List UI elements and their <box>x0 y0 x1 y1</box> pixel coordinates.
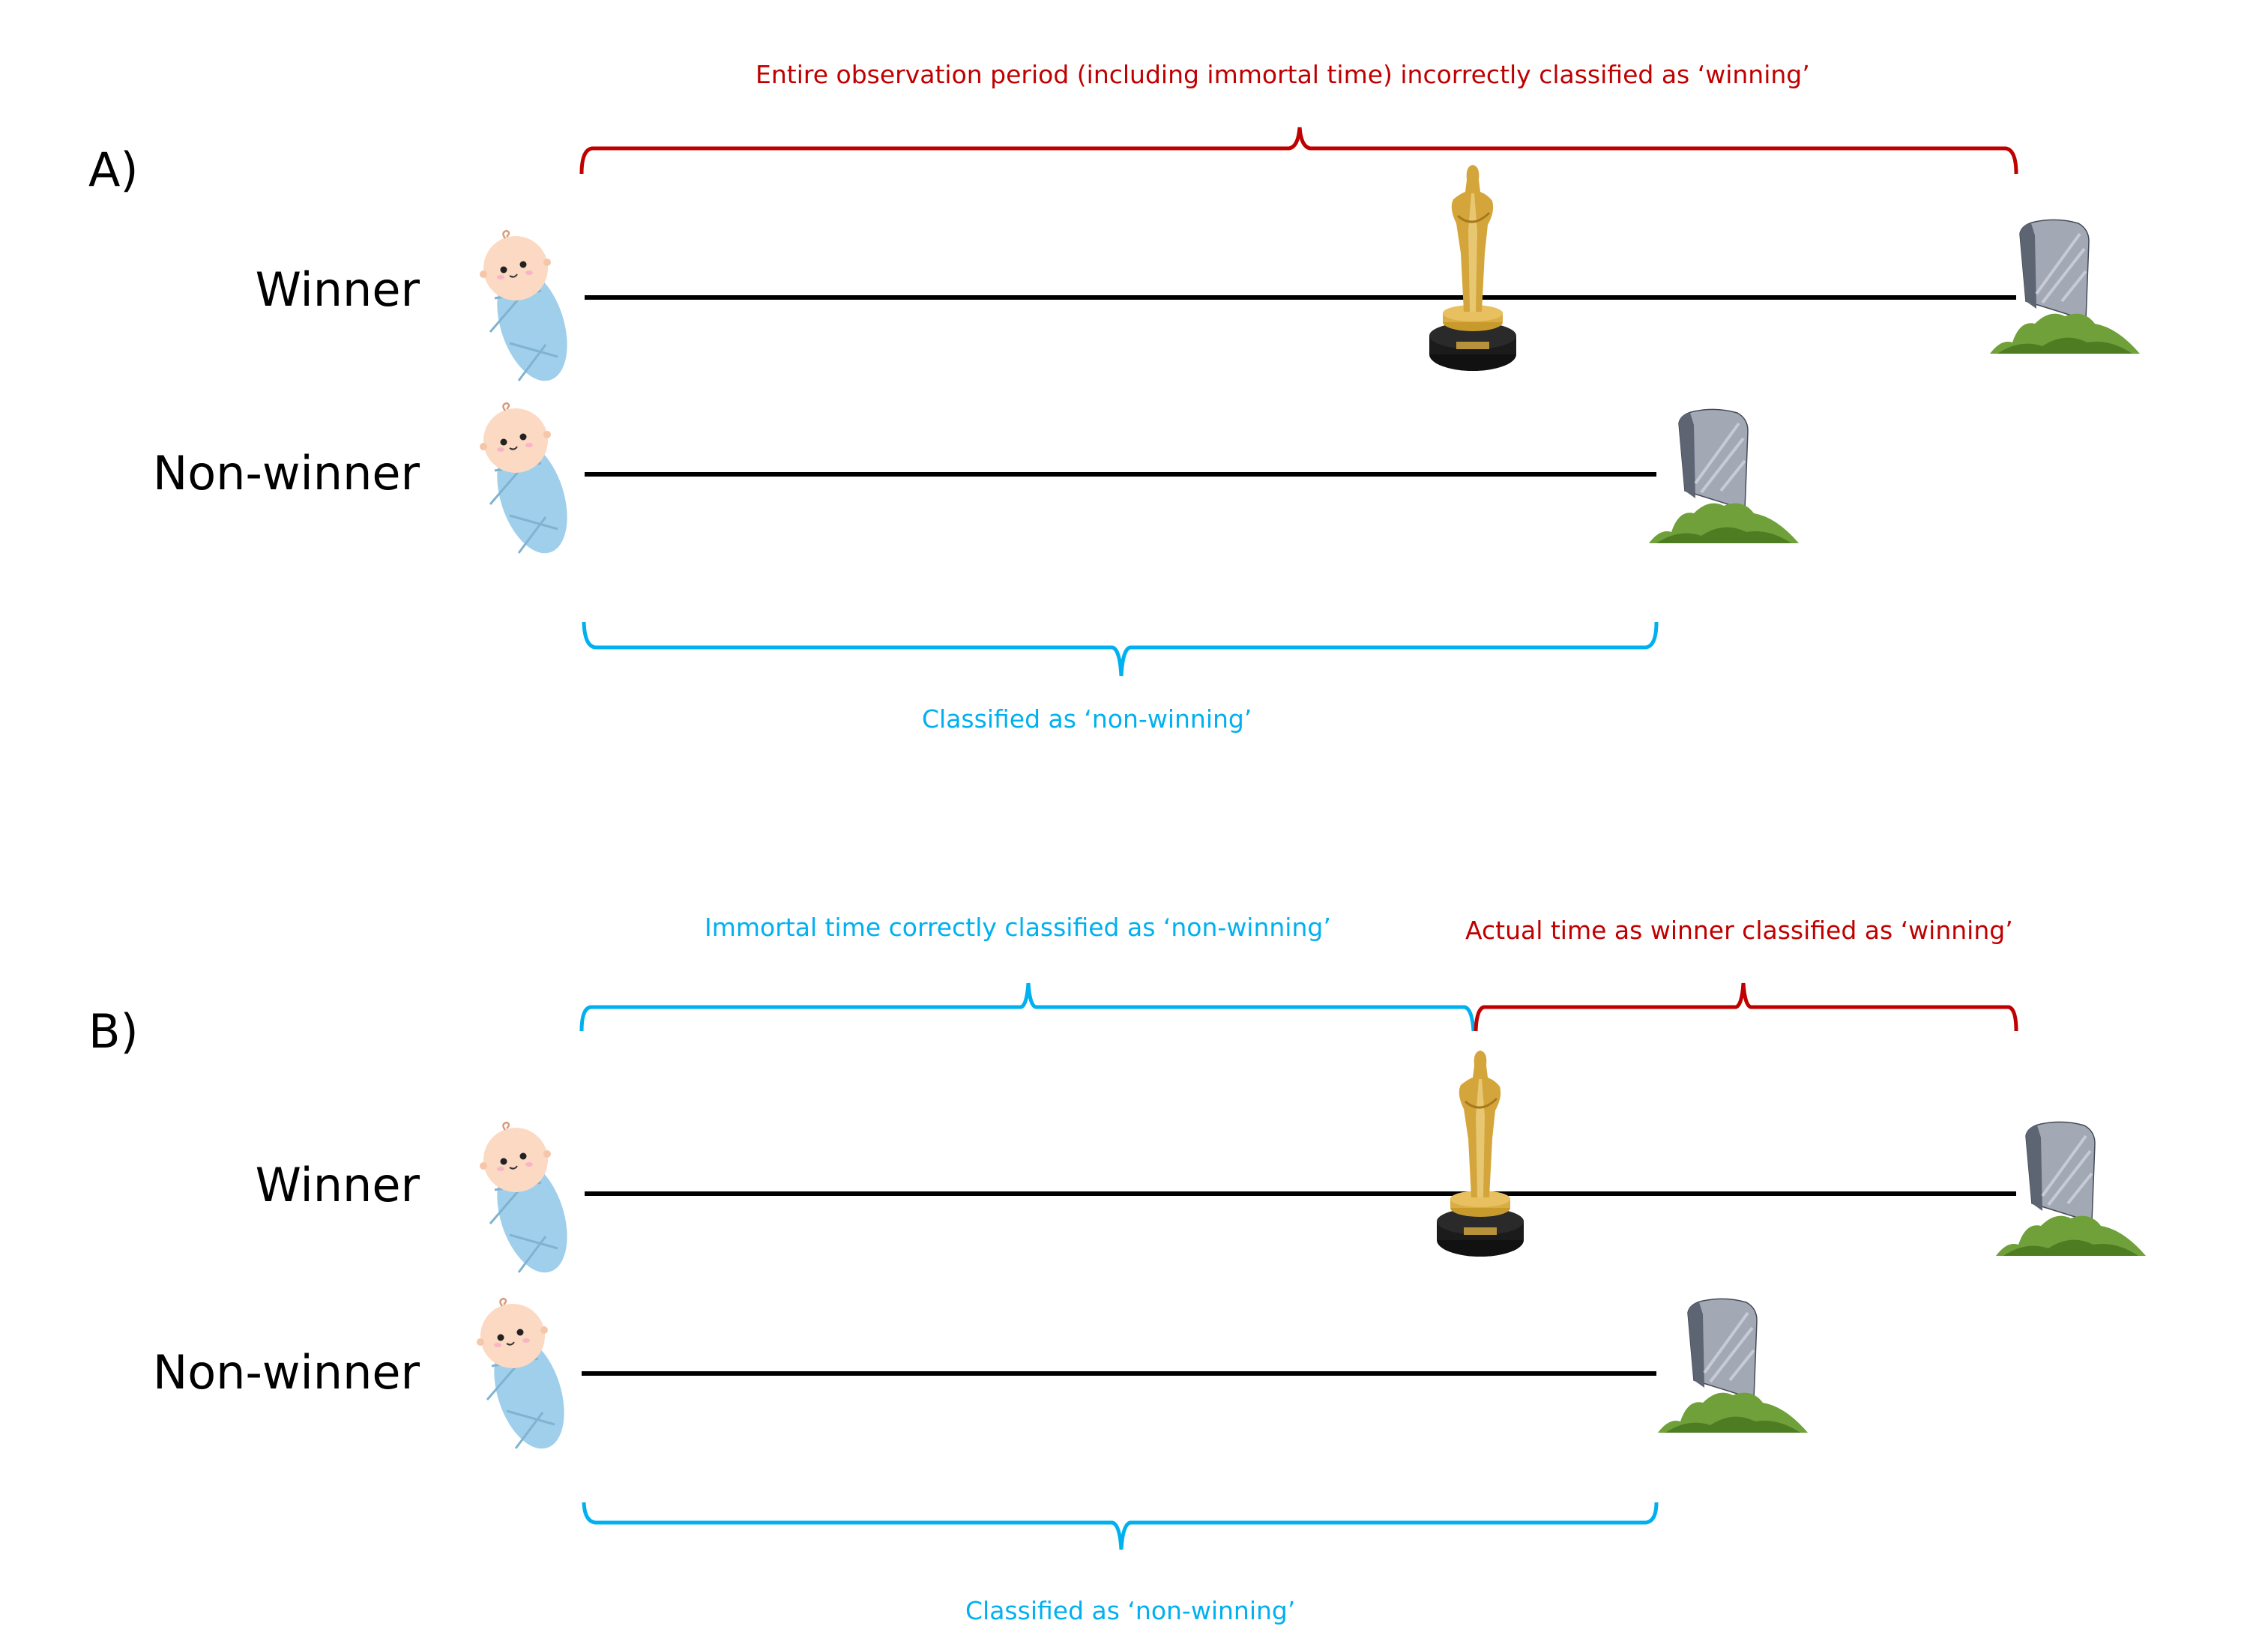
tombstone-icon <box>1656 1297 1809 1434</box>
panel-a <box>579 127 2018 677</box>
baby-icon <box>478 402 582 563</box>
annotation-non-winning: Classified as ‘non-winning’ <box>922 704 1252 734</box>
panel-b <box>579 982 2018 1550</box>
panel-label-b: B) <box>88 1004 139 1059</box>
baby-icon <box>478 1121 582 1283</box>
row-label-non-winner: Non-winner <box>152 446 420 501</box>
annotation-entire-period-winning: Entire observation period (including imm… <box>756 60 1810 89</box>
brace-entire-period-winning <box>579 127 2018 175</box>
baby-icon <box>478 229 582 391</box>
brace-immortal-time <box>579 982 1476 1032</box>
brace-non-winning <box>582 1502 1659 1550</box>
annotation-immortal-time: Immortal time correctly classified as ‘n… <box>705 913 1331 942</box>
baby-icon <box>475 1297 579 1459</box>
tombstone-icon <box>1994 1120 2147 1257</box>
tombstone-icon <box>1647 408 1800 545</box>
row-label-non-winner: Non-winner <box>152 1345 420 1400</box>
brace-non-winning <box>582 621 1659 677</box>
panel-label-a: A) <box>88 142 139 197</box>
row-label-winner: Winner <box>255 1158 420 1212</box>
annotation-non-winning: Classified as ‘non-winning’ <box>965 1596 1296 1625</box>
row-label-winner: Winner <box>255 262 420 317</box>
oscar-trophy-icon <box>1435 1049 1525 1258</box>
brace-actual-winning <box>1474 982 2018 1032</box>
oscar-trophy-icon <box>1428 163 1518 372</box>
annotation-actual-winning: Actual time as winner classified as ‘win… <box>1465 916 2013 945</box>
tombstone-icon <box>1988 218 2141 355</box>
